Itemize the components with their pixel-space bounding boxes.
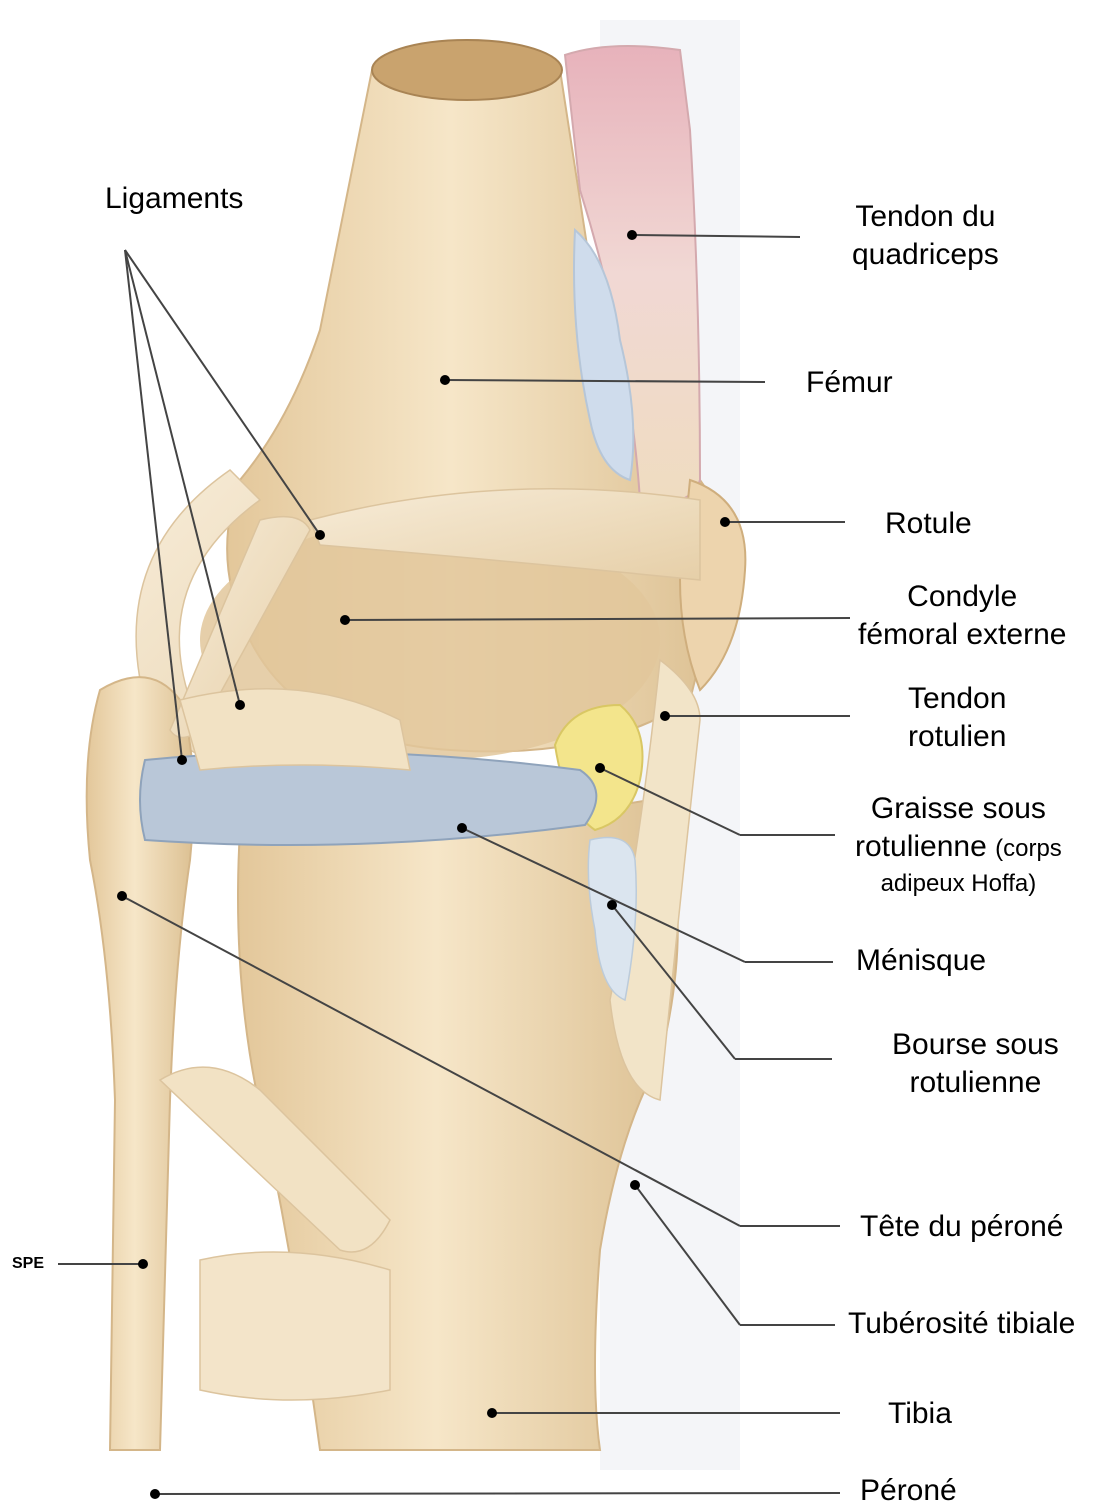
label-graisse-line2b: (corps: [995, 835, 1062, 862]
label-tendon-rotulien: Tendon rotulien: [908, 680, 1006, 756]
label-tendon-rotulien-line1: Tendon: [908, 680, 1006, 718]
label-condyle-line2: fémoral externe: [858, 616, 1066, 654]
label-rotule: Rotule: [885, 505, 972, 543]
label-condyle-line1: Condyle: [858, 578, 1066, 616]
label-condyle: Condyle fémoral externe: [858, 578, 1066, 654]
label-ligaments: Ligaments: [105, 180, 243, 218]
label-perone: Péroné: [860, 1472, 957, 1510]
label-tendon-quadriceps-line1: Tendon du: [852, 198, 999, 236]
label-graisse: Graisse sous rotulienne (corps adipeux H…: [855, 790, 1062, 900]
label-tendon-rotulien-line2: rotulien: [908, 718, 1006, 756]
label-bourse: Bourse sous rotulienne: [892, 1026, 1059, 1102]
label-spe: SPE: [12, 1255, 44, 1273]
label-graisse-line2a: rotulienne: [855, 830, 987, 863]
label-graisse-line2: rotulienne (corps: [855, 828, 1062, 868]
fibular-ligament-3-shape: [200, 1252, 390, 1400]
label-tuberosite: Tubérosité tibiale: [848, 1305, 1075, 1343]
label-graisse-line3: adipeux Hoffa): [855, 868, 1062, 900]
label-bourse-line1: Bourse sous: [892, 1026, 1059, 1064]
label-tibia: Tibia: [888, 1395, 952, 1433]
label-femur: Fémur: [806, 364, 893, 402]
femur-cut-surface: [372, 40, 562, 100]
label-bourse-line2: rotulienne: [892, 1064, 1059, 1102]
label-graisse-line1: Graisse sous: [855, 790, 1062, 828]
label-tete-perone: Tête du péroné: [860, 1208, 1063, 1246]
label-menisque: Ménisque: [856, 942, 986, 980]
label-tendon-quadriceps-line2: quadriceps: [852, 236, 999, 274]
label-tendon-quadriceps: Tendon du quadriceps: [852, 198, 999, 274]
